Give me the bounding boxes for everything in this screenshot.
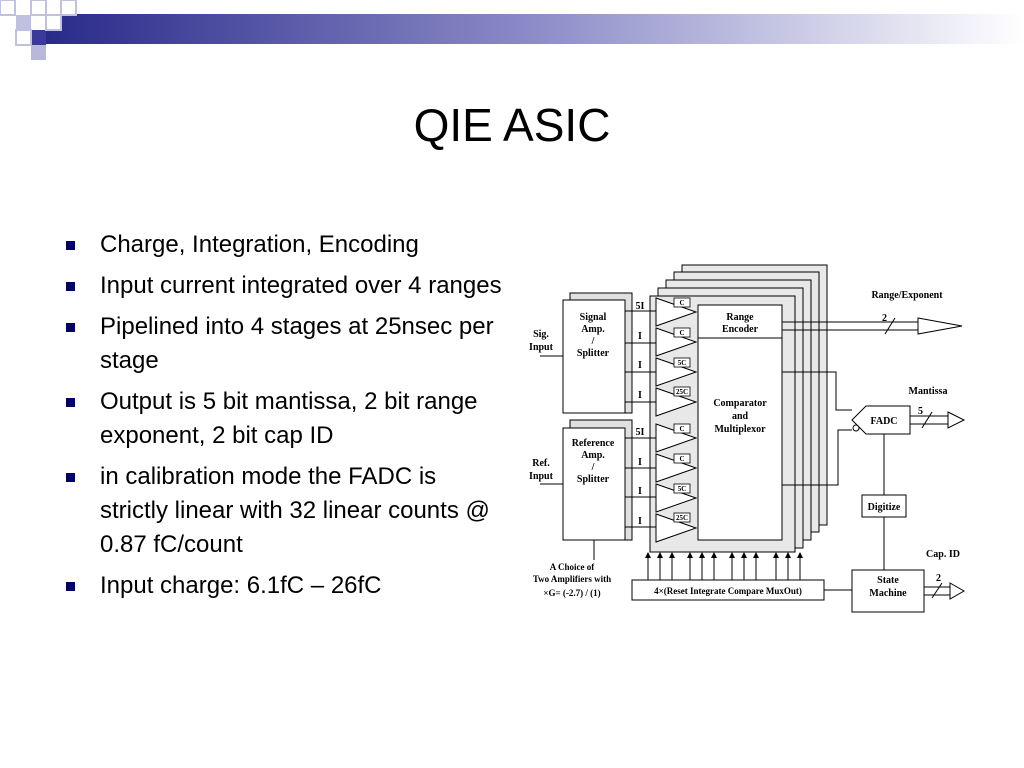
svg-text:/: /: [591, 462, 595, 473]
bullet-item: Pipelined into 4 stages at 25nsec per st…: [62, 310, 502, 378]
svg-text:C: C: [679, 455, 684, 463]
svg-text:C: C: [679, 299, 684, 307]
svg-text:Ref.: Ref.: [532, 458, 550, 469]
svg-text:I: I: [638, 390, 642, 401]
svg-text:Input: Input: [529, 342, 554, 353]
svg-text:Cap. ID: Cap. ID: [926, 549, 960, 560]
svg-text:and: and: [732, 411, 749, 422]
svg-text:A Choice of: A Choice of: [550, 562, 595, 572]
svg-text:C: C: [679, 425, 684, 433]
svg-text:State: State: [877, 575, 899, 586]
svg-text:Reference: Reference: [572, 438, 615, 449]
signal-amp-box: [562, 299, 626, 414]
svg-text:I: I: [638, 516, 642, 527]
svg-text:Signal: Signal: [580, 312, 607, 323]
svg-text:Input: Input: [529, 471, 554, 482]
svg-text:5C: 5C: [678, 359, 687, 367]
svg-text:5: 5: [918, 406, 923, 417]
header-banner: [0, 0, 1024, 60]
bullet-item: Output is 5 bit mantissa, 2 bit range ex…: [62, 385, 502, 453]
svg-text:I: I: [638, 457, 642, 468]
svg-text:FADC: FADC: [870, 416, 897, 427]
bullet-square-icon: [66, 398, 75, 407]
svg-text:Encoder: Encoder: [722, 324, 759, 335]
bullet-item: Input current integrated over 4 ranges: [62, 269, 502, 303]
bullet-item: in calibration mode the FADC is strictly…: [62, 460, 502, 562]
state-machine-box: [851, 569, 925, 613]
svg-text:Machine: Machine: [869, 588, 907, 599]
svg-text:2: 2: [936, 573, 941, 584]
svg-text:Range/Exponent: Range/Exponent: [871, 290, 943, 301]
svg-text:5I: 5I: [636, 301, 645, 312]
svg-text:25C: 25C: [676, 388, 688, 396]
qie-block-diagram: Signal Amp. / Splitter Reference Amp. / …: [529, 264, 966, 613]
svg-text:Mantissa: Mantissa: [909, 386, 948, 397]
range-exponent-arrow-icon: [917, 317, 963, 335]
svg-text:Range: Range: [726, 312, 754, 323]
cap-id-arrow-icon: [949, 582, 966, 600]
bullet-list: Charge, Integration, Encoding Input curr…: [62, 228, 502, 610]
svg-text:I: I: [638, 486, 642, 497]
svg-text:2: 2: [882, 313, 887, 324]
svg-text:I: I: [638, 360, 642, 371]
svg-text:×G= (-2.7) / (1): ×G= (-2.7) / (1): [543, 588, 600, 598]
svg-text:Splitter: Splitter: [577, 474, 610, 485]
svg-text:Comparator: Comparator: [713, 398, 767, 409]
svg-text:Two Amplifiers with: Two Amplifiers with: [533, 574, 611, 584]
svg-text:25C: 25C: [676, 514, 688, 522]
svg-text:I: I: [638, 331, 642, 342]
range-encoder-box: [697, 304, 783, 541]
fadc-box: [851, 405, 911, 435]
svg-text:5I: 5I: [636, 427, 645, 438]
bullet-square-icon: [66, 323, 75, 332]
svg-text:Sig.: Sig.: [533, 329, 549, 340]
svg-text:5C: 5C: [678, 485, 687, 493]
svg-text:Digitize: Digitize: [868, 502, 901, 513]
svg-text:Amp.: Amp.: [581, 450, 605, 461]
bullet-square-icon: [66, 473, 75, 482]
svg-text:/: /: [591, 336, 595, 347]
svg-text:Multiplexor: Multiplexor: [714, 424, 766, 435]
svg-text:C: C: [679, 329, 684, 337]
bullet-square-icon: [66, 582, 75, 591]
bullet-square-icon: [66, 241, 75, 250]
svg-text:Splitter: Splitter: [577, 348, 610, 359]
bullet-item: Input charge: 6.1fC – 26fC: [62, 569, 502, 603]
svg-text:Amp.: Amp.: [581, 324, 605, 335]
slide-title: QIE ASIC: [413, 99, 611, 151]
bullet-square-icon: [66, 282, 75, 291]
bullet-item: Charge, Integration, Encoding: [62, 228, 502, 262]
svg-text:4×(Reset Integrate Compare Mux: 4×(Reset Integrate Compare MuxOut): [654, 586, 802, 596]
mantissa-arrow-icon: [947, 411, 966, 429]
